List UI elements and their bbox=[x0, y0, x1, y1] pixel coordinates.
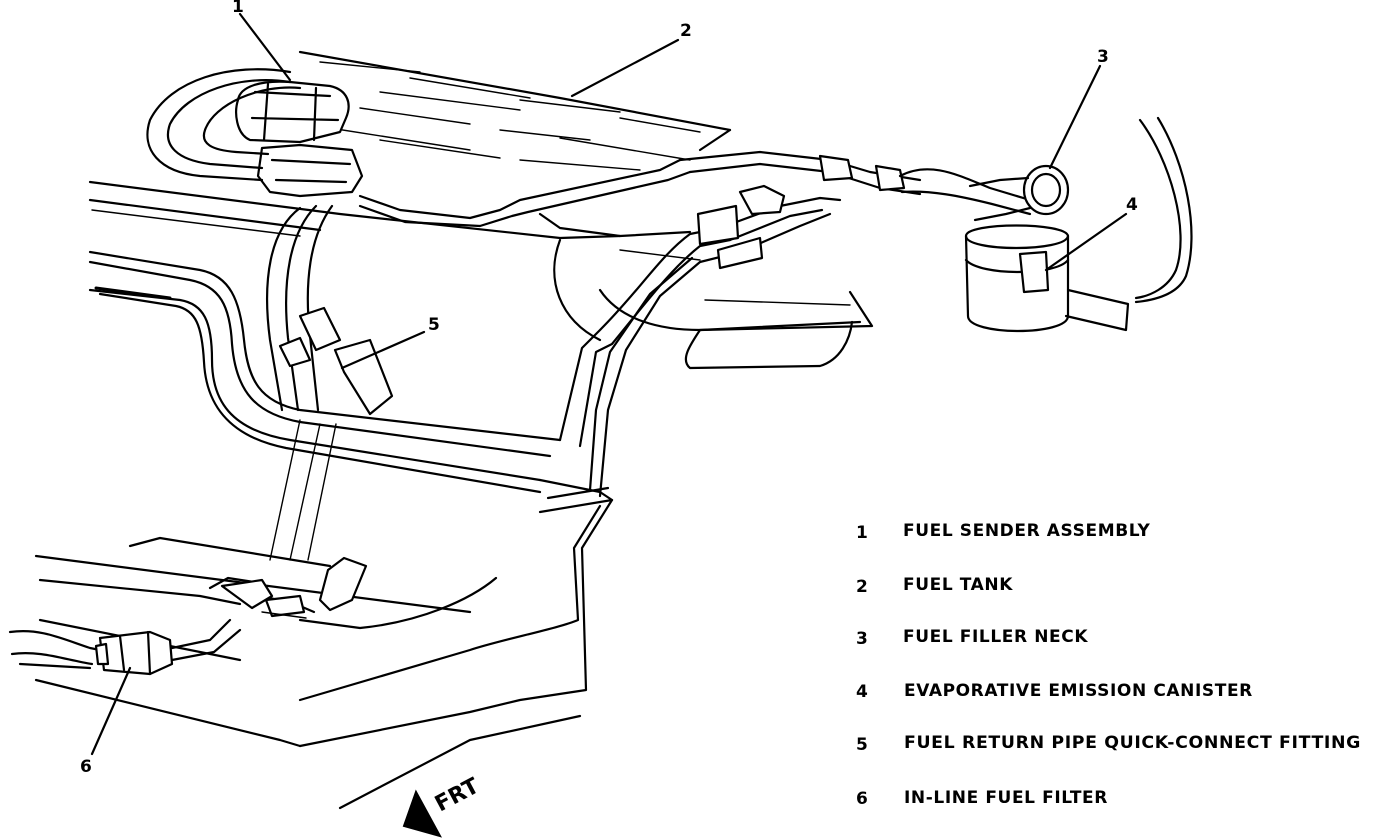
legend-label: FUEL TANK bbox=[903, 575, 1013, 595]
legend-item: 3 FUEL FILLER NECK bbox=[856, 627, 1088, 649]
legend-label: FUEL RETURN PIPE QUICK-CONNECT FITTING bbox=[904, 733, 1361, 753]
legend-number: 3 bbox=[856, 629, 868, 649]
callout-2: 2 bbox=[680, 21, 692, 41]
fuel-lines-vertical bbox=[265, 204, 394, 416]
evap-emission-canister bbox=[964, 116, 1193, 333]
legend-item: 2 FUEL TANK bbox=[856, 575, 1013, 597]
legend-number: 2 bbox=[856, 577, 868, 597]
fuel-tank bbox=[298, 50, 874, 370]
fuel-sender-assembly bbox=[235, 80, 364, 198]
legend-label: FUEL FILLER NECK bbox=[903, 627, 1088, 647]
legend-number: 1 bbox=[856, 523, 868, 543]
callout-1: 1 bbox=[232, 0, 244, 17]
legend-number: 4 bbox=[856, 682, 868, 702]
frt-label: FRT bbox=[431, 774, 483, 818]
callout-4: 4 bbox=[1126, 195, 1138, 215]
legend-item: 1 FUEL SENDER ASSEMBLY bbox=[856, 521, 1151, 543]
vehicle-frame bbox=[88, 180, 842, 810]
callout-6: 6 bbox=[80, 757, 92, 777]
parts-legend: 1 FUEL SENDER ASSEMBLY 2 FUEL TANK 3 FUE… bbox=[856, 521, 1361, 809]
legend-label: EVAPORATIVE EMISSION CANISTER bbox=[904, 681, 1253, 701]
callout-5: 5 bbox=[428, 315, 440, 335]
inline-fuel-filter bbox=[8, 618, 242, 676]
legend-number: 6 bbox=[856, 789, 868, 809]
legend-item: 5 FUEL RETURN PIPE QUICK-CONNECT FITTING bbox=[856, 733, 1361, 755]
legend-number: 5 bbox=[856, 735, 868, 755]
callout-leaders bbox=[90, 12, 1128, 756]
front-arrow-icon bbox=[402, 789, 443, 838]
fuel-filler-neck bbox=[968, 164, 1070, 222]
callout-numbers: 1 2 3 4 5 6 bbox=[80, 0, 1138, 777]
legend-item: 4 EVAPORATIVE EMISSION CANISTER bbox=[856, 681, 1253, 702]
callout-3: 3 bbox=[1097, 47, 1109, 67]
floor-pan bbox=[34, 419, 498, 748]
legend-label: IN-LINE FUEL FILTER bbox=[904, 788, 1108, 808]
legend-item: 6 IN-LINE FUEL FILTER bbox=[856, 788, 1108, 809]
legend-label: FUEL SENDER ASSEMBLY bbox=[903, 521, 1151, 541]
front-direction-indicator: FRT bbox=[402, 774, 483, 838]
